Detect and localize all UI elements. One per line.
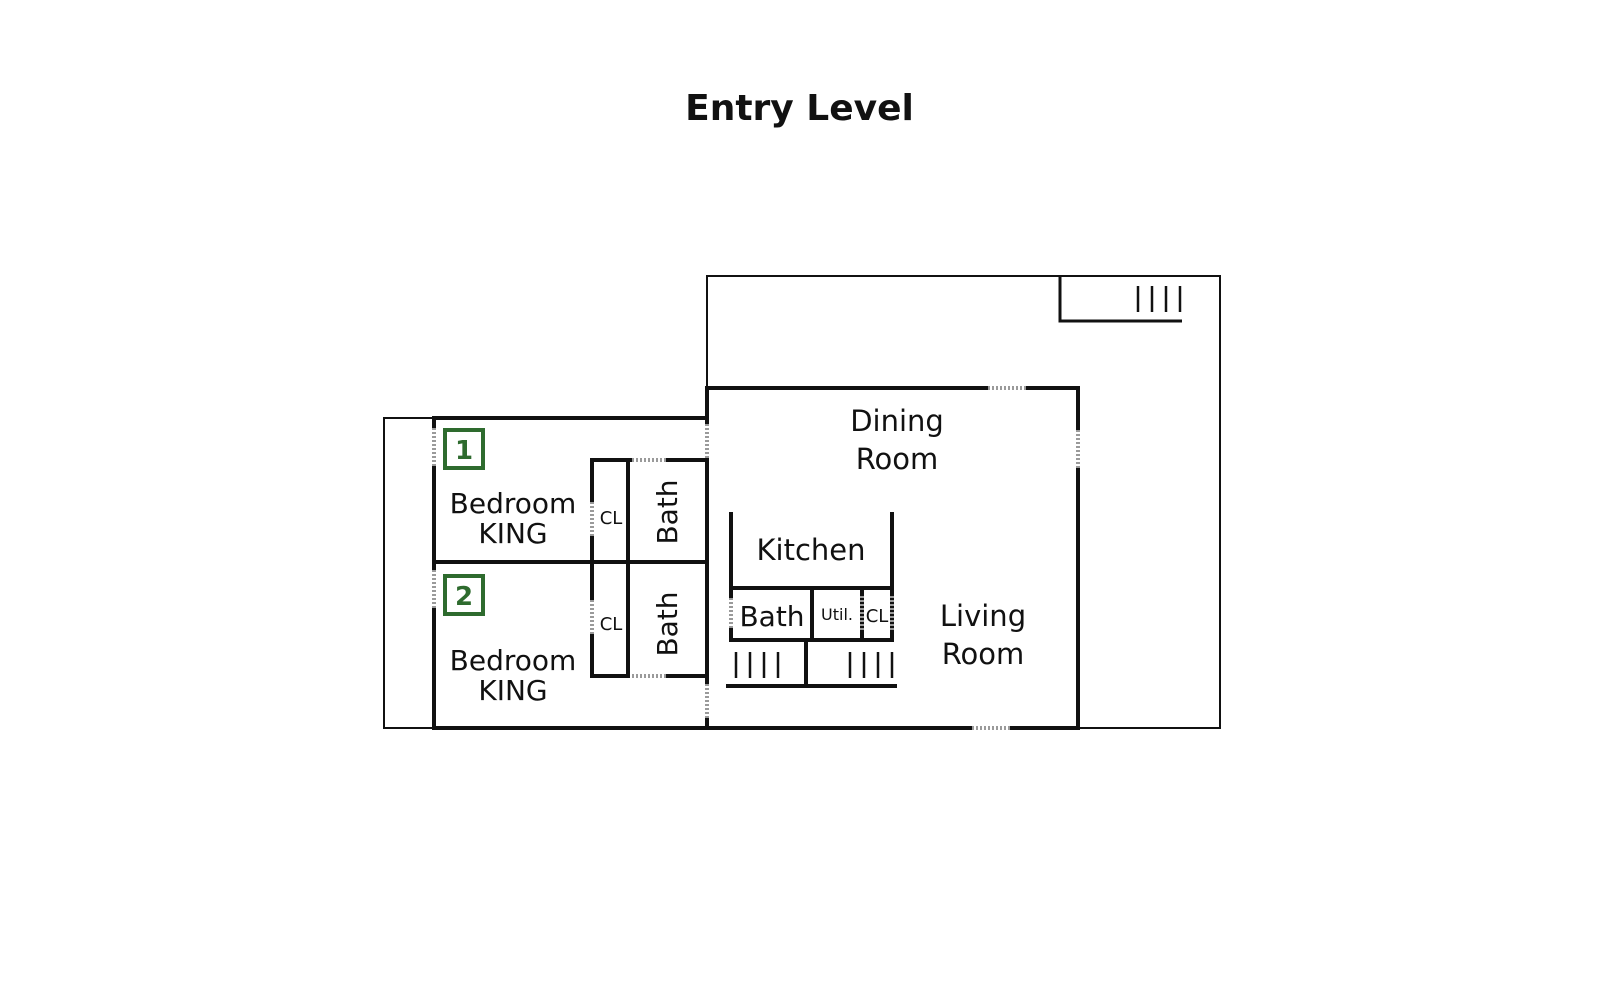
outer-outline	[383, 275, 1221, 729]
page-title: Entry Level	[685, 88, 914, 129]
closet-1-label: CL	[600, 508, 623, 529]
living-room-label-1: Living	[940, 599, 1026, 633]
closet-3-label: CL	[866, 606, 889, 627]
dining-room-label-2: Room	[856, 442, 939, 476]
bedroom-2-badge: 2	[443, 574, 485, 616]
closet-2-label: CL	[600, 614, 623, 635]
bedroom-2-number: 2	[455, 582, 473, 612]
bedroom-1-label: Bedroom	[450, 487, 577, 520]
stairs-top	[1058, 276, 1182, 323]
kitchen-label: Kitchen	[757, 533, 866, 567]
bedroom-2-bed: KING	[478, 674, 547, 707]
openings	[432, 386, 1080, 730]
living-room-label-2: Room	[942, 637, 1025, 671]
dining-room-label-1: Dining	[850, 404, 944, 438]
bedroom-1-badge: 1	[443, 428, 485, 470]
bath-3-label: Bath	[739, 600, 804, 633]
bedroom-2-label: Bedroom	[450, 644, 577, 677]
bath-1-label: Bath	[651, 479, 684, 544]
main-walls	[432, 386, 1080, 730]
bath-2-label: Bath	[651, 591, 684, 656]
bedroom-1-bed: KING	[478, 517, 547, 550]
stairs-interior	[734, 652, 894, 678]
utility-label: Util.	[821, 605, 853, 624]
bedroom-1-number: 1	[455, 436, 473, 466]
